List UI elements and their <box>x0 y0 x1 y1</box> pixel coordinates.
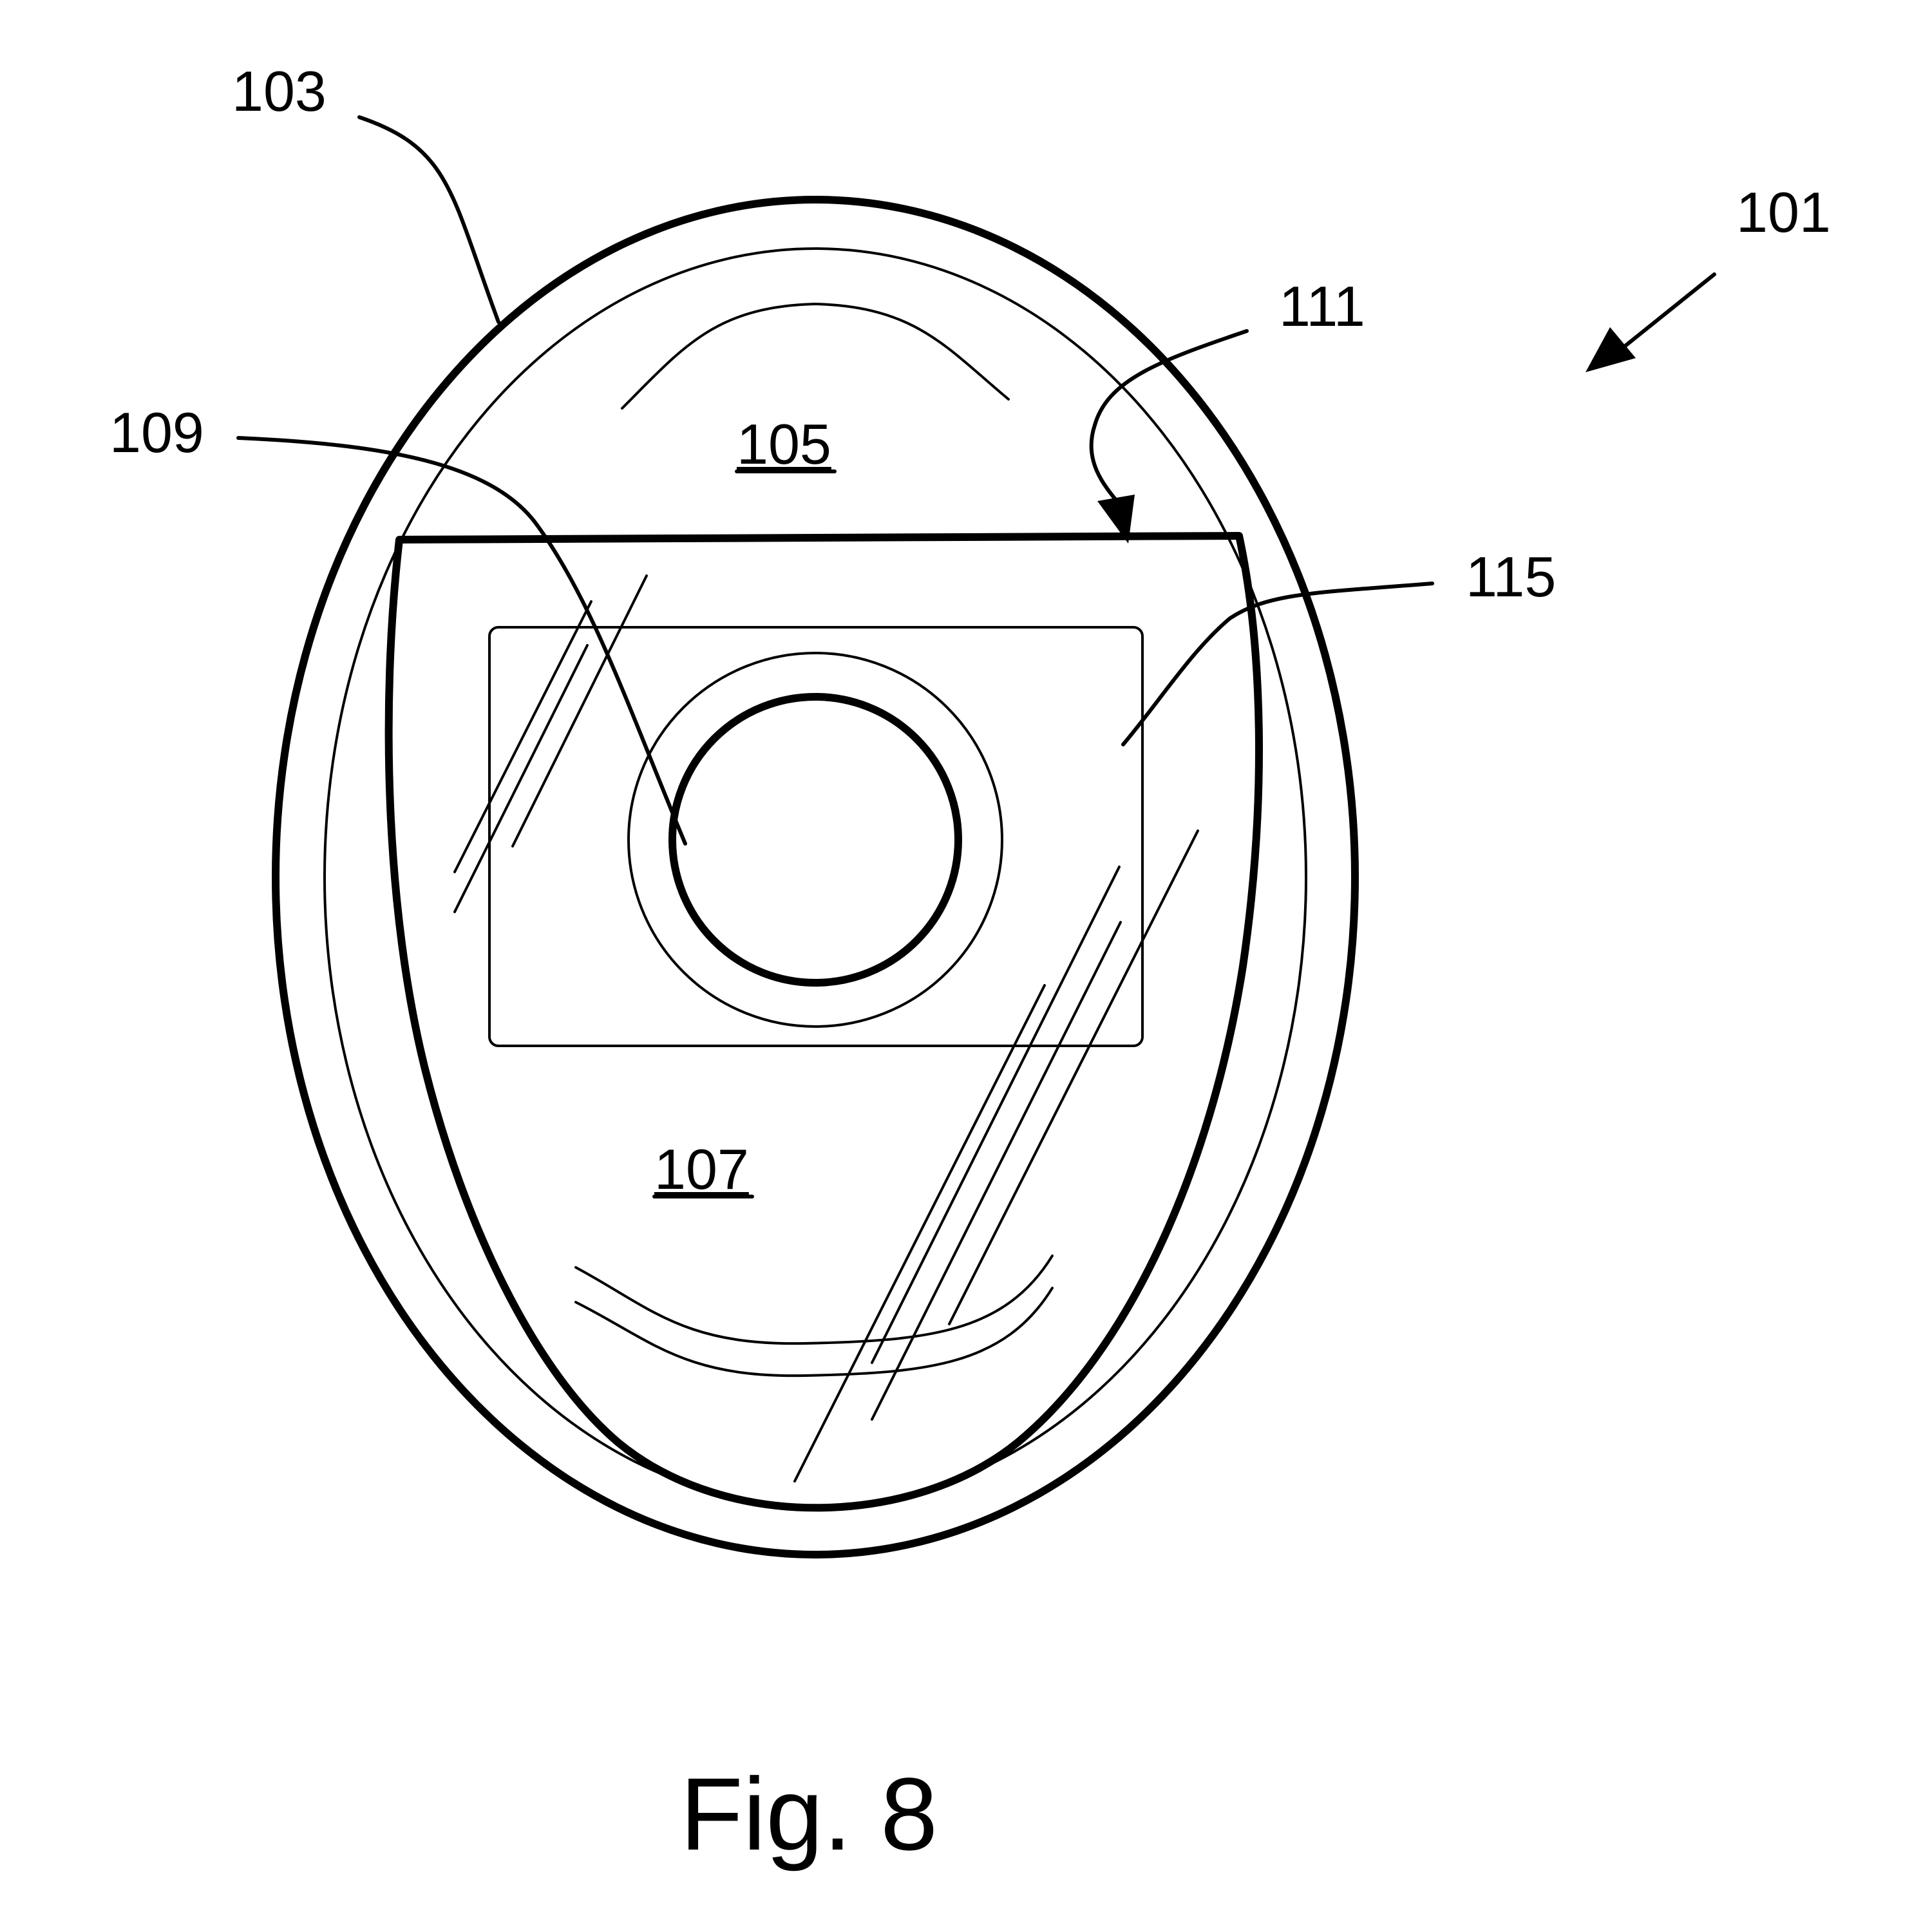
label-103: 103 <box>232 59 327 123</box>
label-109: 109 <box>109 401 204 464</box>
leader-103 <box>357 115 500 324</box>
shine-lines <box>453 574 1199 1482</box>
label-107: 107 <box>654 1137 749 1201</box>
arrowhead-101 <box>1586 327 1636 372</box>
label-105: 105 <box>737 412 831 476</box>
leader-109 <box>236 436 687 846</box>
figure-caption: Fig. 8 <box>680 1756 938 1871</box>
leader-111 <box>1089 329 1249 511</box>
opening-outer-ring <box>627 652 1003 1028</box>
opening-inner-ring <box>668 693 962 987</box>
label-115: 115 <box>1466 545 1556 609</box>
label-111: 111 <box>1279 274 1365 338</box>
arrow-line-101 <box>1621 272 1716 350</box>
label-101: 101 <box>1736 180 1831 244</box>
window-rectangle <box>488 626 1144 1047</box>
upper-contour <box>621 302 1010 410</box>
leader-115 <box>1121 582 1434 746</box>
front-panel-outline <box>384 532 1263 1512</box>
lower-contour-upper <box>574 1255 1054 1345</box>
lower-contour-lower <box>574 1287 1054 1378</box>
outer-rim <box>272 196 1359 1558</box>
arrowhead-111 <box>1097 495 1135 544</box>
